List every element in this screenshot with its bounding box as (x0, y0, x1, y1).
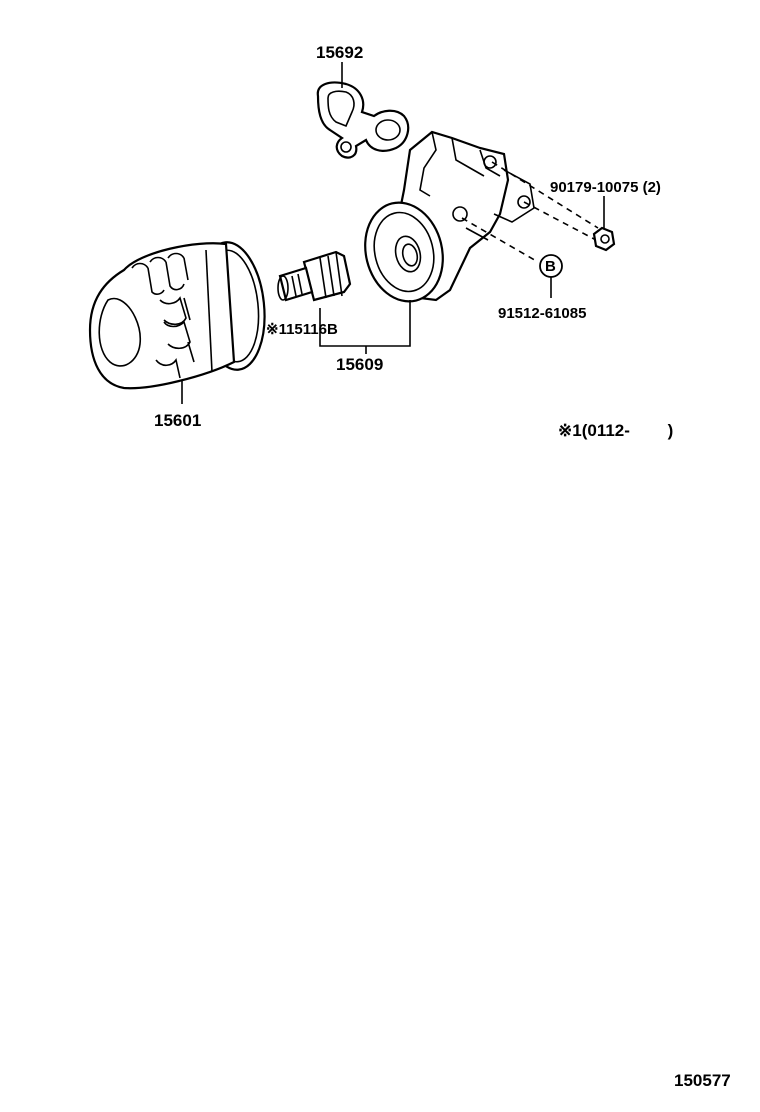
gasket-15692 (316, 81, 410, 159)
valve-115116B (277, 250, 352, 302)
bolt-90179-10075 (491, 161, 616, 252)
plug-badge-letter: B (545, 258, 556, 275)
label-bolt: 90179-10075 (2) (550, 179, 661, 196)
label-15601: 15601 (154, 411, 201, 430)
plug-dashed-line (461, 217, 539, 263)
bracket-15609 (364, 130, 535, 303)
oil-filter-15601 (88, 241, 266, 390)
label-plug: 91512-61085 (498, 305, 586, 322)
leader-15609 (319, 300, 411, 347)
label-valve: ※115116B (266, 321, 338, 338)
label-15609: 15609 (336, 355, 383, 374)
applicability-note: ※1(0112- ) (558, 421, 673, 440)
label-15692: 15692 (316, 43, 363, 62)
figure-id: 150577 (674, 1071, 731, 1090)
